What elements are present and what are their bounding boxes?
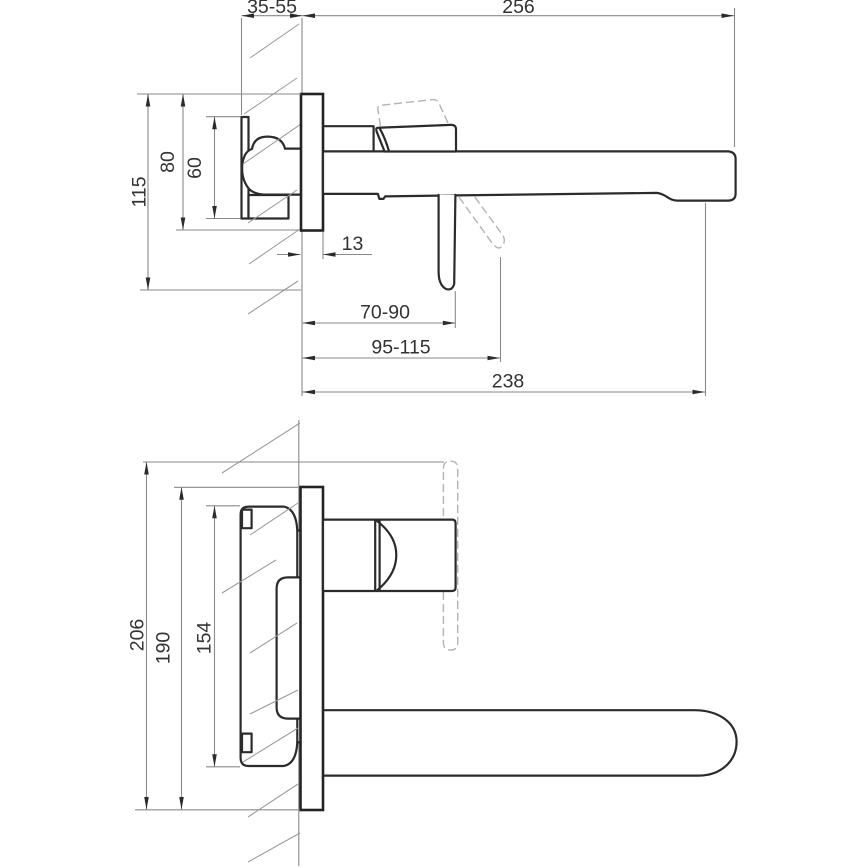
- mixer-housing-lower: [321, 518, 457, 593]
- dim-overall-height-lower-label: 206: [127, 619, 149, 652]
- dim-spout-underside: 238: [302, 371, 705, 395]
- spout-profile: [321, 150, 737, 202]
- dim-plate-thickness: 13: [277, 233, 372, 257]
- dim-overall-height-upper-label: 115: [129, 176, 151, 207]
- dim-spout-projection: 256: [302, 0, 734, 18]
- concealed-body-lower: [239, 505, 303, 768]
- wall-hatching-upper: [242, 23, 302, 315]
- dim-overall-height-upper: 115: [129, 94, 151, 290]
- lever-raised-hidden: [377, 98, 457, 141]
- dim-spout-projection-label: 256: [502, 0, 535, 18]
- fixing-tab-top: [240, 508, 253, 530]
- dim-recess-depth: 35-55: [241, 0, 303, 18]
- body-channel: [275, 576, 301, 720]
- extension-lines-lower: [135, 461, 444, 811]
- lower-view: 206 190 154: [127, 420, 738, 866]
- dim-lever-open-distance: 95-115: [302, 337, 500, 361]
- concealed-body: [240, 115, 303, 220]
- dim-body-height-upper-label: 60: [184, 157, 206, 179]
- dim-plate-thickness-label: 13: [342, 233, 364, 255]
- dim-plate-height-lower-label: 190: [153, 632, 175, 665]
- mixer-housing-top: [321, 125, 375, 153]
- extension-lines-upper: [137, 8, 736, 396]
- dim-overall-height-lower: 206: [127, 462, 149, 810]
- lever-joint-lines: [374, 519, 381, 592]
- dim-body-height-upper: 60: [184, 116, 217, 219]
- dim-lever-distance-label: 70-90: [360, 302, 410, 324]
- fixing-tab-bottom: [240, 732, 253, 754]
- dim-body-height-lower-label: 154: [194, 622, 216, 655]
- wall-hatching-lower: [221, 422, 301, 863]
- handle-swung-hidden: [458, 196, 505, 249]
- upper-view: 35-55 256 115 80 60: [129, 0, 737, 396]
- trim-plate-lower: [299, 485, 325, 812]
- lever-dome: [375, 519, 398, 592]
- dim-recess-depth-label: 35-55: [247, 0, 297, 18]
- lever-top: [375, 123, 458, 153]
- dim-lever-open-distance-label: 95-115: [371, 337, 430, 359]
- dim-plate-height-upper: 80: [157, 94, 186, 230]
- dim-spout-underside-label: 238: [492, 371, 525, 393]
- dim-body-height-lower: 154: [194, 505, 217, 767]
- mixer-cartridge-dome: [240, 135, 287, 196]
- spout-blade-lower: [321, 709, 738, 777]
- dim-plate-height-upper-label: 80: [157, 151, 179, 173]
- handle-down: [437, 193, 457, 291]
- lever-raised-hidden-lower: [442, 460, 459, 651]
- dim-lever-distance: 70-90: [302, 302, 456, 326]
- body-lower-housing: [247, 193, 290, 220]
- dim-plate-height-lower: 190: [153, 487, 184, 810]
- trim-plate: [299, 92, 325, 232]
